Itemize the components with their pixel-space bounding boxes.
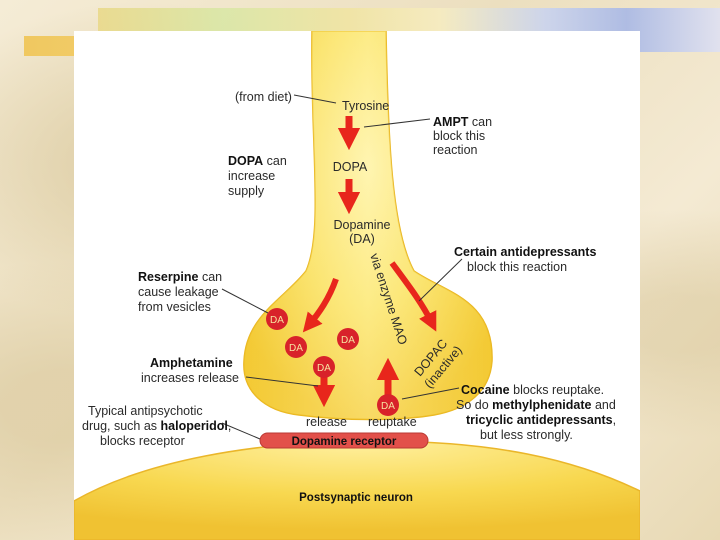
label-typical-antipsychotic: Typical antipsychotic bbox=[88, 404, 203, 418]
label-certain-antidepressants: Certain antidepressants bbox=[454, 245, 596, 259]
postsynaptic-neuron bbox=[74, 440, 640, 540]
label-ampt: AMPT can bbox=[433, 115, 492, 129]
label-tricyclic: tricyclic antidepressants, bbox=[466, 413, 616, 427]
label-reserpine-line2: cause leakage bbox=[138, 285, 219, 299]
label-from-diet: (from diet) bbox=[235, 90, 292, 104]
label-dopa-can: DOPA can bbox=[228, 154, 287, 168]
vesicle-da-reuptake: DA bbox=[377, 394, 399, 416]
vesicle-da: DA bbox=[285, 336, 307, 358]
label-so-do: So do methylphenidate and bbox=[456, 398, 616, 412]
label-amphetamine: Amphetamine bbox=[150, 356, 233, 370]
label-less-strongly: but less strongly. bbox=[480, 428, 573, 442]
svg-text:DA: DA bbox=[317, 363, 331, 374]
vesicle-da: DA bbox=[266, 308, 288, 330]
arrow-to-vesicles bbox=[302, 277, 339, 333]
label-dopamine-receptor: Dopamine receptor bbox=[292, 436, 397, 448]
arrow-to-dopac bbox=[389, 261, 437, 332]
label-reserpine-line3: from vesicles bbox=[138, 300, 211, 314]
label-dopa: DOPA bbox=[333, 160, 368, 174]
vesicle-da: DA bbox=[337, 328, 359, 350]
dopamine-receptor bbox=[259, 432, 429, 449]
diagram-panel: DA DA DA DA DA (from diet) Tyrosine AMPT… bbox=[74, 31, 640, 540]
leader-lines bbox=[221, 94, 463, 440]
label-reuptake: reuptake bbox=[368, 415, 417, 429]
label-dopa-line2: increase bbox=[228, 169, 275, 183]
label-blocks-receptor: blocks receptor bbox=[100, 434, 185, 448]
synapse-diagram: DA DA DA DA DA (from diet) Tyrosine AMPT… bbox=[74, 31, 640, 540]
label-block-this-reaction: block this reaction bbox=[467, 260, 567, 274]
svg-text:DA: DA bbox=[270, 315, 284, 326]
label-ampt-line3: reaction bbox=[433, 143, 478, 157]
label-ampt-line2: block this bbox=[433, 129, 485, 143]
label-amphetamine-line2: increases release bbox=[141, 371, 239, 385]
svg-text:DA: DA bbox=[381, 401, 395, 412]
svg-text:DA: DA bbox=[341, 335, 355, 346]
label-postsynaptic-neuron: Postsynaptic neuron bbox=[299, 492, 413, 504]
label-tyrosine: Tyrosine bbox=[342, 99, 389, 113]
label-release: release bbox=[306, 415, 347, 429]
label-typical-line2: drug, such as haloperidol, bbox=[82, 419, 231, 433]
label-dopa-line3: supply bbox=[228, 184, 265, 198]
vesicle-da: DA bbox=[313, 356, 335, 378]
label-cocaine: Cocaine blocks reuptake. bbox=[461, 383, 604, 397]
label-reserpine: Reserpine can bbox=[138, 270, 222, 284]
label-da-paren: (DA) bbox=[349, 232, 375, 246]
svg-text:DA: DA bbox=[289, 343, 303, 354]
label-dopamine: Dopamine bbox=[334, 218, 391, 232]
